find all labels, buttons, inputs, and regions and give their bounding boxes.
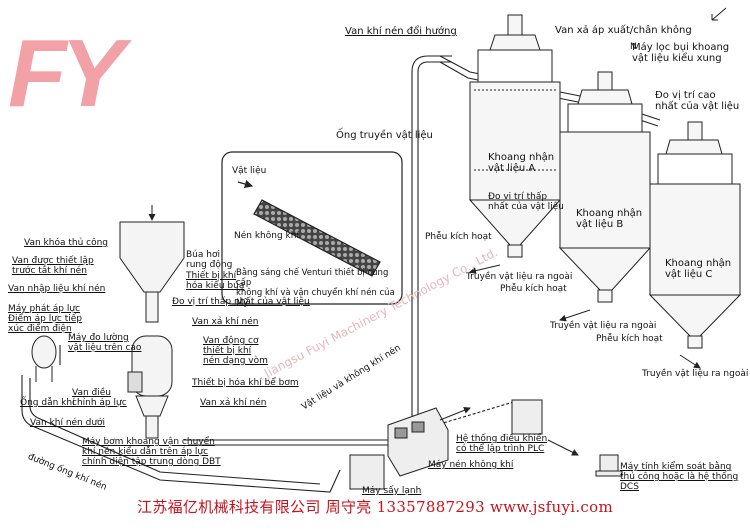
discharge-b-label: Truyền vật liệu ra ngoài [550,321,657,331]
silo-a [468,14,562,258]
preset-valve-label: Van được thiết lập trước tắt khí nén [12,256,94,276]
low-level-pump-label: Đo vị trí thấp nhất của vật liệu [172,297,310,307]
plc-label: Hệ thống điều khiển có thể lập trình PLC [456,434,548,454]
chamber-b-label: Khoang nhận vật liệu B [576,208,643,230]
low-level-a-label: Đo vị trí thấp nhất của vật liệu [488,192,564,212]
dryer-label: Máy sấy lạnh [362,486,422,496]
equipment-boxes [349,399,623,490]
pulse-filter-label: Máy lọc bụi khoang vật liệu kiểu xung [632,42,730,64]
pump-description-label: Máy bơm khoang vận chuyển khí nén kiểu d… [82,437,221,467]
chamber-a-label: Khoang nhận vật liệu A [488,152,555,174]
bottom-fluid-label: Thiết bị hóa khí bể bơm [192,378,299,388]
dome-motor-label: Van động cơ thiết bị khí nén dạng vòm [203,336,268,366]
high-level-label: Đo vị trí cao nhất của vật liệu [655,90,740,112]
measure-pressure-label: Máy đo lường vật liệu trên cao [68,333,142,353]
hammer-fluid-label: Thiết bị khí hóa kiểu búa [186,271,245,291]
pressure-regulator-label: Van điều chỉnh áp lực [72,388,127,408]
north-label: N [630,42,637,52]
conveying-pipe-label: Ống truyền vật liệu [336,130,433,141]
company-logo: FY [8,20,125,127]
vacuum-valve-label: Van xả áp xuất/chân không [555,25,692,36]
dcs-label: Máy tính kiểm soát bằng thủ công hoặc là… [620,462,739,492]
footer-contact: 江苏福亿机械科技有限公司 周守亮 13357887293 www.jsfuyi.… [137,498,613,516]
pump-assembly [119,205,185,439]
chamber-c-label: Khoang nhận vật liệu C [665,258,732,280]
vent-valve-label: Van xả khí nén [192,317,259,327]
kick-valve-c-label: Phễu kích hoạt [596,334,663,344]
reversing-valve-label: Van khí nén đổi hướng [345,26,457,37]
manual-valve-label: Van khóa thủ công [24,238,109,248]
discharge-a-label: Truyền vật liệu ra ngoài [466,272,573,282]
vent-valve-2-label: Van xả khí nén [200,398,267,408]
air-hammer-label: Búa hơi rung động [186,250,233,270]
discharge-c-label: Truyền vật liệu ra ngoài [642,369,749,379]
silo-c [648,121,742,349]
lower-valve-label: Van khí nén dưới [30,418,106,428]
air-pipe-label: Ống dẫn khí [20,398,75,408]
north-compass [711,7,727,21]
venturi-caption: Bằng sáng chế Venturi thiết bị cung cấp … [236,268,395,308]
kick-valve-a-label: Phễu kích hoạt [425,232,492,242]
air-tank [31,335,57,382]
compressor-label: Máy nén không khí [428,460,514,470]
silo-b [558,71,652,303]
venturi-inset [221,151,403,305]
pressure-sensor-label: Máy phát áp lực Điểm áp lực tiếp xúc điể… [8,304,83,334]
kick-valve-b-label: Phễu kích hoạt [500,284,567,294]
venturi-material-label: Vật liệu [232,166,267,176]
feed-valve-label: Van nhập liệu khí nén [8,284,106,294]
venturi-air-label: Nén không khí [234,231,299,241]
